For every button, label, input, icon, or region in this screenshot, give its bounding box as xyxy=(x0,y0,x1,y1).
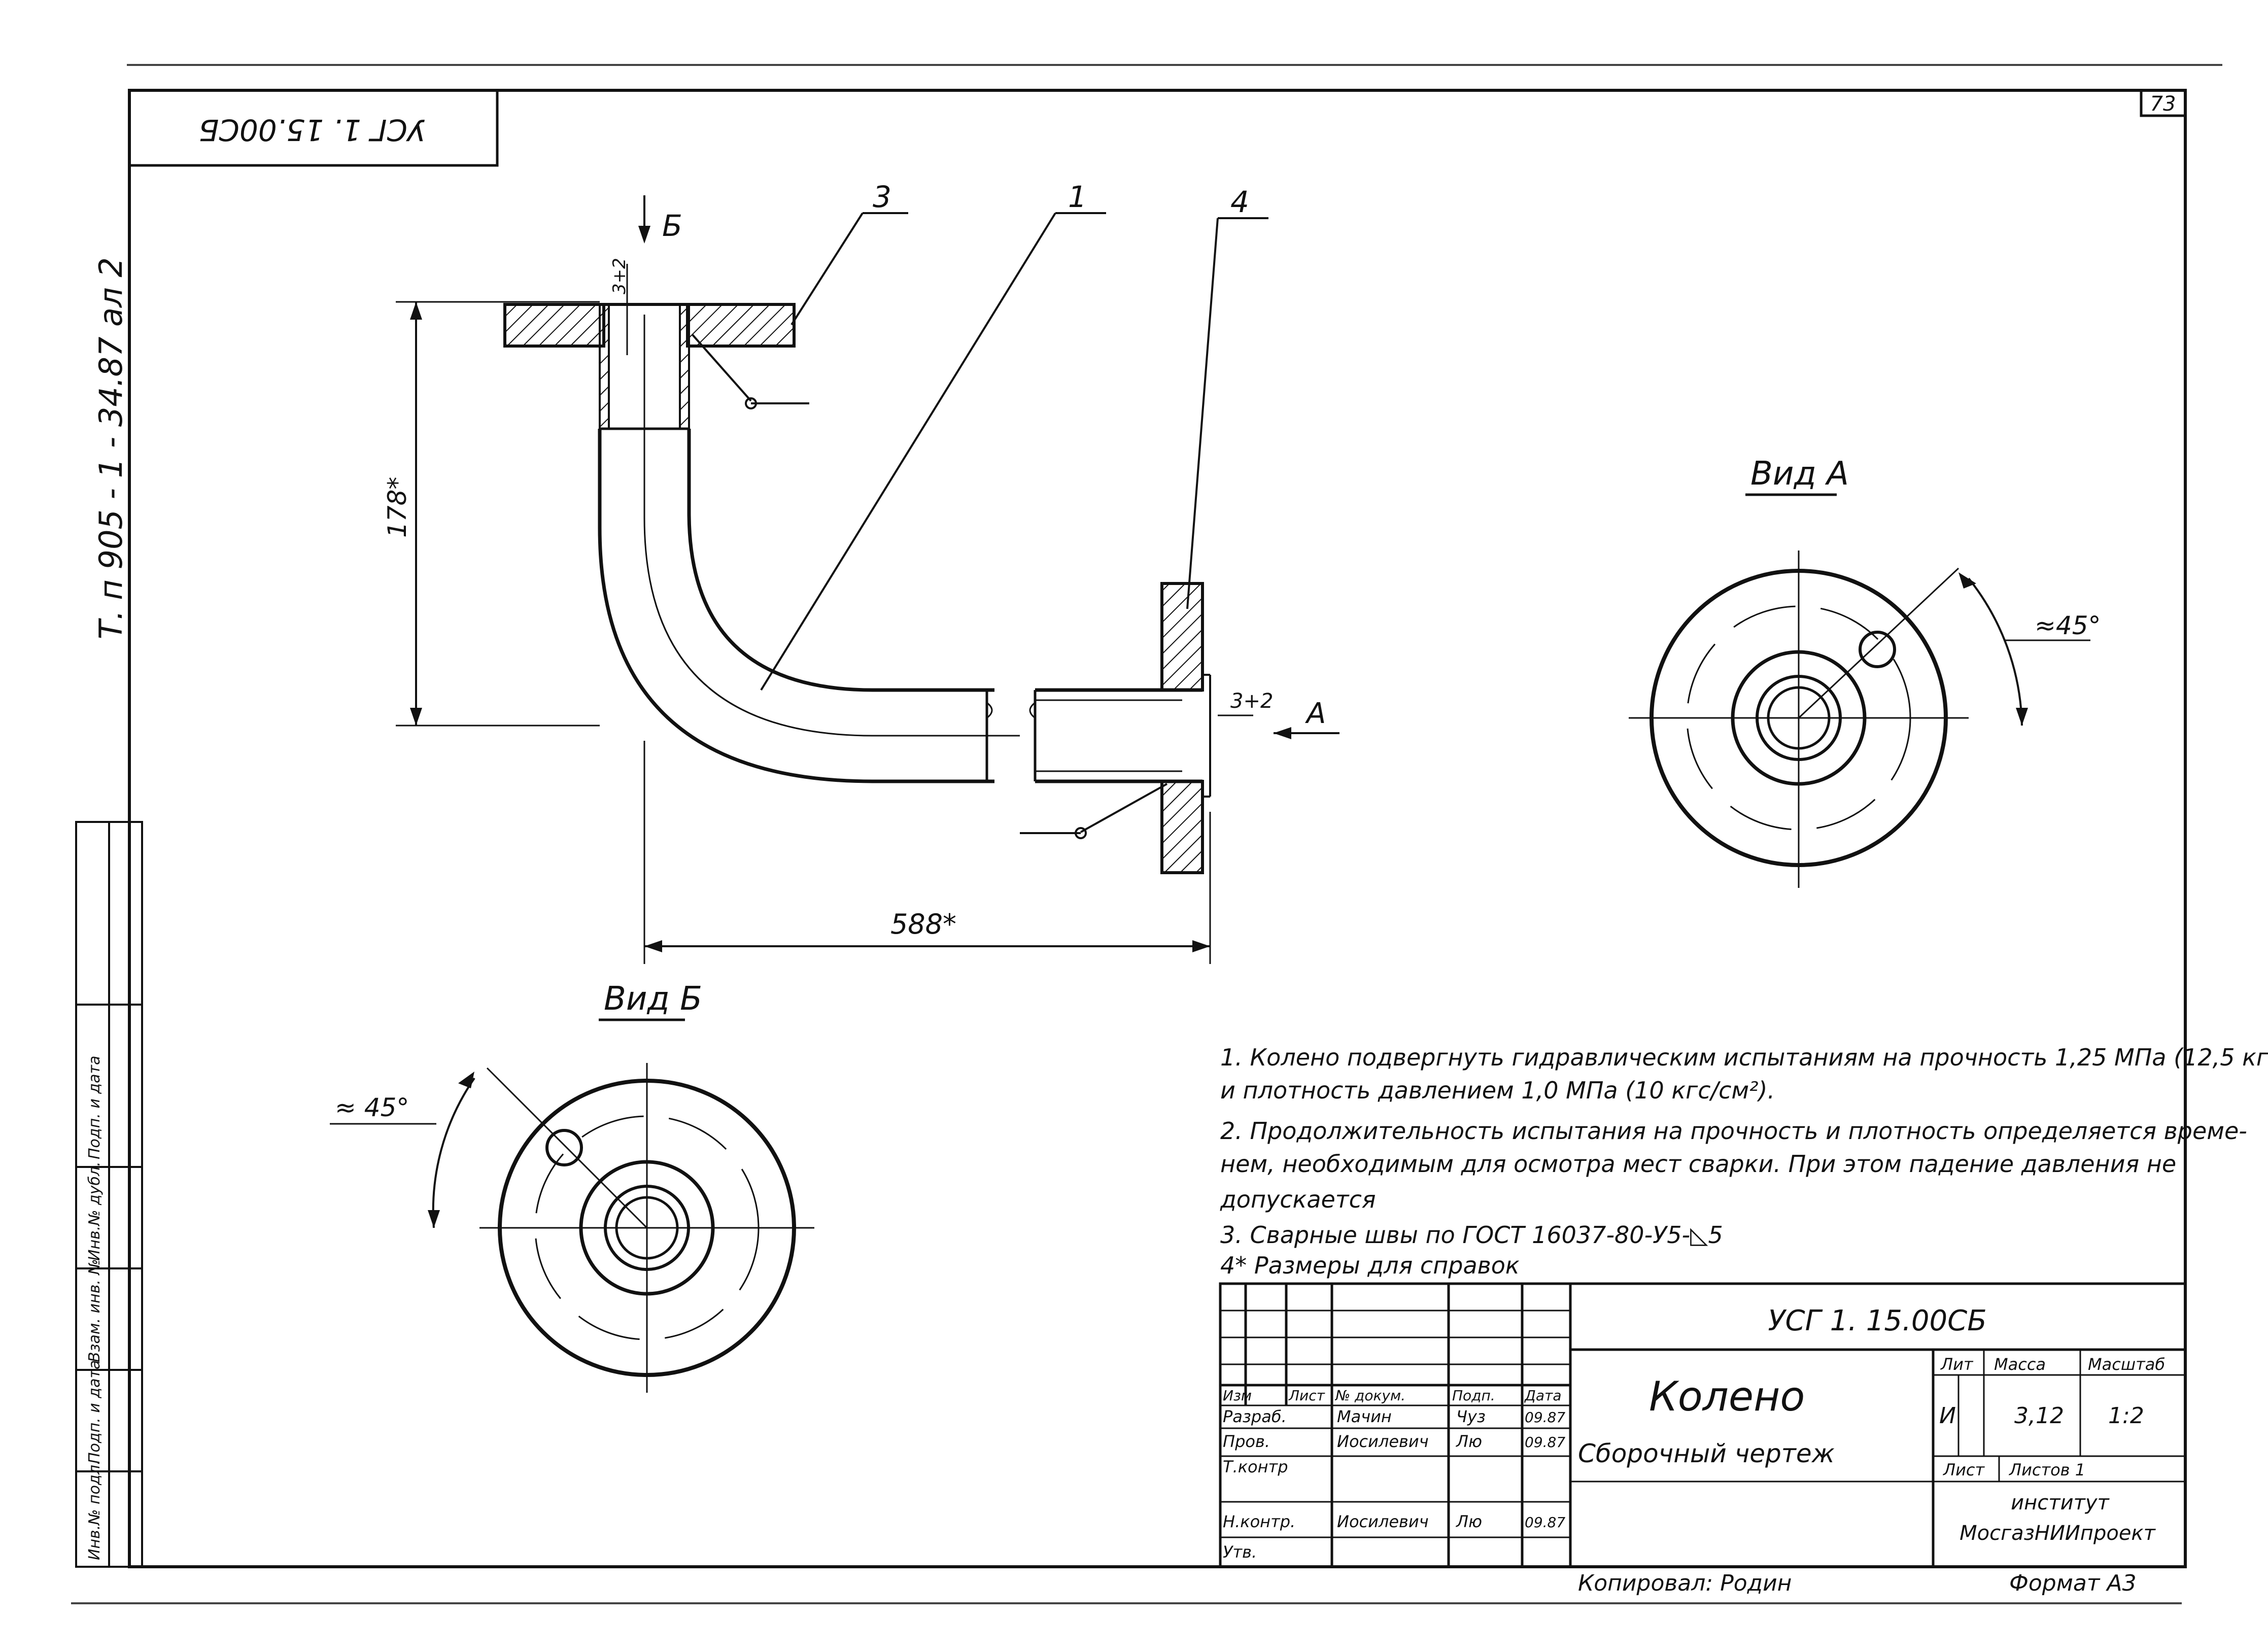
sheets-count: Листов 1 xyxy=(2009,1460,2085,1479)
elbow-main-view: 3 1 4 Б 3+2 178* 588* 3+2 А xyxy=(383,180,1339,964)
note-line-7: 4* Размеры для справок xyxy=(1220,1252,1520,1279)
sheet-number: 73 xyxy=(2150,92,2176,116)
role-checker-date: 09.87 xyxy=(1525,1434,1565,1451)
view-b-marker: Б xyxy=(662,209,682,243)
lit-label: Лит xyxy=(1940,1355,1974,1374)
left-strip-label-5: Подп. и дата xyxy=(86,1056,104,1159)
view-a-bolt-hole xyxy=(1859,631,1896,668)
role-norm-control-sign: Лю xyxy=(1456,1512,1482,1531)
role-norm-control: Н.контр. xyxy=(1223,1512,1295,1531)
dim-height: 178* xyxy=(383,477,412,538)
note-line-1: 1. Колено подвергнуть гидравлическим исп… xyxy=(1220,1044,2268,1071)
title-subtitle: Сборочный чертеж xyxy=(1578,1439,1835,1468)
role-developer: Разраб. xyxy=(1223,1407,1287,1426)
dim-flange-gap-right: 3+2 xyxy=(1230,690,1273,713)
mass-value: 3,12 xyxy=(2014,1403,2064,1429)
header-doc-no: № докум. xyxy=(1334,1387,1405,1404)
view-b-angle: ≈ 45° xyxy=(335,1093,409,1122)
sheet-label: Лист xyxy=(1943,1460,1985,1479)
rotated-stamp-code: УСГ 1. 15.00СБ xyxy=(199,113,426,147)
role-checker-sign: Лю xyxy=(1456,1432,1482,1451)
right-flange-upper-section xyxy=(1160,582,1204,692)
callout-3: 3 xyxy=(873,180,891,214)
left-strip-label-2: Подп. и дата xyxy=(86,1360,104,1464)
org-line-1: институт xyxy=(2011,1491,2110,1515)
role-checker: Пров. xyxy=(1223,1432,1270,1451)
view-a-flange: Вид А ≈45° xyxy=(1629,455,2101,888)
title-doc-code: УСГ 1. 15.00СБ xyxy=(1768,1304,1986,1337)
top-flange-left-section xyxy=(503,303,605,348)
left-strip-label-1: Инв.№ подл. xyxy=(86,1460,104,1560)
header-change: Изм xyxy=(1223,1387,1252,1404)
view-b-title: Вид Б xyxy=(604,980,702,1018)
sheet-format: Формат А3 xyxy=(2009,1570,2137,1596)
role-developer-sign: Чуз xyxy=(1456,1407,1486,1426)
lit-value: И xyxy=(1939,1403,1956,1429)
rotated-stamp-box xyxy=(128,89,499,167)
elbow-pipe-inner xyxy=(687,429,994,692)
callout-1: 1 xyxy=(1068,180,1087,214)
callout-4: 4 xyxy=(1230,185,1249,219)
title-block xyxy=(1219,1282,2187,1568)
left-strip-table xyxy=(75,821,143,1568)
view-b-bolt-hole xyxy=(545,1129,583,1166)
elbow-pipe-outer xyxy=(598,429,994,783)
role-developer-date: 09.87 xyxy=(1525,1409,1565,1426)
view-a-marker: А xyxy=(1305,697,1326,730)
dim-flange-gap: 3+2 xyxy=(609,258,630,294)
header-date: Дата xyxy=(1524,1387,1562,1404)
role-developer-name: Мачин xyxy=(1337,1407,1392,1426)
scale-label: Масштаб xyxy=(2088,1355,2165,1374)
note-line-2: и плотность давлением 1,0 МПа (10 кгс/см… xyxy=(1220,1077,1775,1104)
org-line-2: МосгазНИИпроект xyxy=(1960,1522,2156,1545)
top-flange-right-section xyxy=(686,303,796,348)
note-line-3: 2. Продолжительность испытания на прочно… xyxy=(1220,1117,2247,1145)
mass-label: Масса xyxy=(1994,1355,2046,1374)
note-line-4: нем, необходимым для осмотра мест сварки… xyxy=(1220,1150,2176,1178)
view-a-title: Вид А xyxy=(1750,455,1849,493)
role-norm-control-name: Иосилевич xyxy=(1337,1512,1429,1531)
scale-value: 1:2 xyxy=(2108,1403,2144,1429)
elbow-pipe-centerline xyxy=(643,315,1020,737)
top-pipe-wall-right xyxy=(679,303,690,430)
top-pipe-wall-left xyxy=(599,303,610,430)
left-strip-label-4: Инв.№ дубл. xyxy=(86,1161,104,1261)
technical-notes: 1. Колено подвергнуть гидравлическим исп… xyxy=(1220,1044,2268,1279)
drawing-frame xyxy=(128,89,2187,1568)
dim-length: 588* xyxy=(890,908,956,940)
sheet-number-box xyxy=(2140,89,2187,117)
side-project-label: Т. п 905 - 1 - 34.87 ал 2 xyxy=(92,257,129,639)
role-approver: Утв. xyxy=(1223,1542,1257,1562)
role-norm-control-date: 09.87 xyxy=(1525,1514,1565,1531)
header-sheet: Лист xyxy=(1288,1387,1325,1404)
left-strip-label-3: Взам. инв. № xyxy=(86,1259,104,1362)
note-line-6: 3. Сварные швы по ГОСТ 16037-80-У5-◺5 xyxy=(1220,1221,1723,1249)
role-checker-name: Иосилевич xyxy=(1337,1432,1429,1451)
note-line-5: допускается xyxy=(1220,1186,1376,1213)
title-name: Колено xyxy=(1649,1373,1805,1420)
view-b-flange: Вид Б ≈ 45° xyxy=(330,980,814,1393)
role-tech-control: Т.контр xyxy=(1223,1457,1288,1476)
header-sign: Подп. xyxy=(1452,1387,1495,1404)
view-a-angle: ≈45° xyxy=(2035,611,2101,640)
copied-by: Копировал: Родин xyxy=(1578,1570,1792,1596)
right-flange-lower-section xyxy=(1160,780,1204,874)
